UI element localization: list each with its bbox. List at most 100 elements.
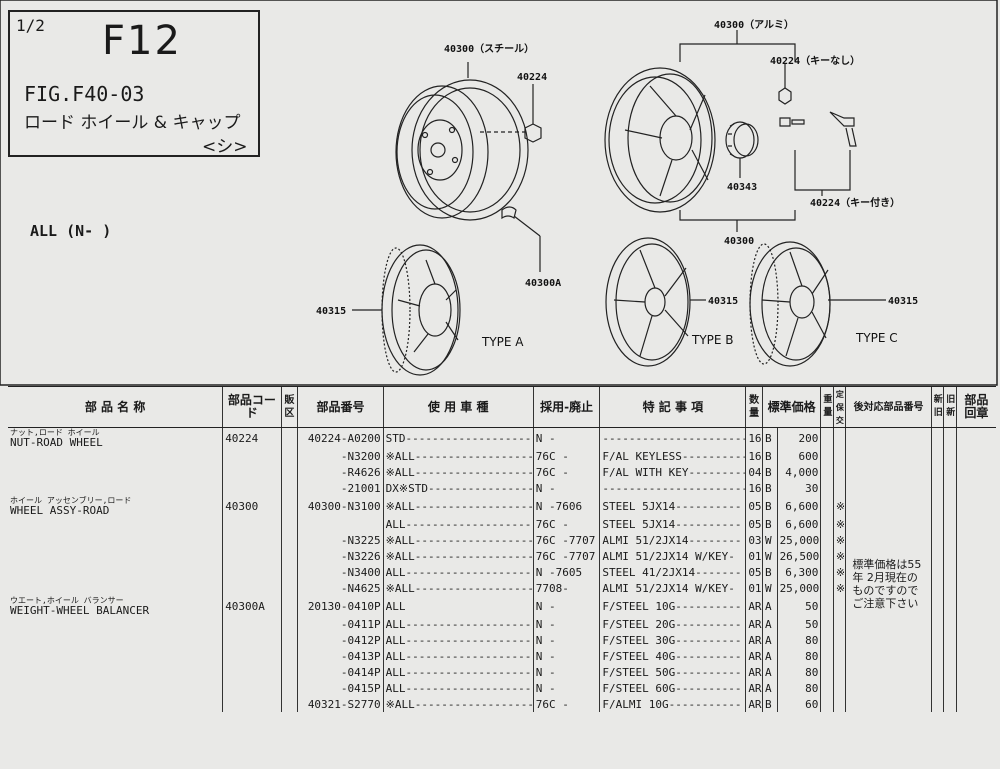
flag xyxy=(832,696,846,712)
adopt-discontinue: N - xyxy=(532,616,600,632)
weight xyxy=(820,516,834,532)
price-class: B xyxy=(761,564,778,580)
part-number: 20130-0410P xyxy=(297,596,384,616)
table-header-row: 部 品 名 称 部品コード 販区 部品番号 使 用 車 種 採用-廃止 特 記 … xyxy=(8,386,996,428)
flag: ※ xyxy=(832,580,846,596)
quantity: 16 xyxy=(745,427,763,448)
label-nut-with-key: 40224（キー付き） xyxy=(810,196,900,209)
header-new-old: 新旧 xyxy=(930,386,944,428)
model: STD-------------------- xyxy=(382,427,534,448)
table-row: 40321-S2770※ALL-------------------76C -F… xyxy=(8,696,996,712)
figure-subtitle: <シ> xyxy=(202,137,248,157)
part-number: -N3200 xyxy=(297,448,384,464)
sale-class xyxy=(280,496,298,516)
header-reference: 部品回章 xyxy=(955,386,996,428)
price-class: B xyxy=(761,516,778,532)
part-number: -0415P xyxy=(297,680,384,696)
label-nut: 40224 xyxy=(517,72,547,83)
adopt-discontinue: N - xyxy=(532,480,600,496)
part-code xyxy=(222,696,282,712)
label-balance-weight: 40300A xyxy=(525,278,561,289)
quantity: AR xyxy=(745,664,763,680)
quantity: 05 xyxy=(745,516,763,532)
adopt-discontinue: 76C -7707 xyxy=(532,532,600,548)
weight xyxy=(820,564,834,580)
part-name-cell xyxy=(8,632,223,648)
weight xyxy=(820,532,834,548)
wheel-cap-type-b-drawing xyxy=(605,237,691,367)
part-number: -0413P xyxy=(297,648,384,664)
sale-class xyxy=(280,664,298,680)
part-code xyxy=(222,580,282,596)
part-number: -N4625 xyxy=(297,580,384,596)
part-number: -N3400 xyxy=(297,564,384,580)
adopt-discontinue: 76C -7707 xyxy=(532,548,600,564)
table-row: -R4626※ALL-------------------76C -F/AL W… xyxy=(8,464,996,480)
part-number: -0411P xyxy=(297,616,384,632)
nut-drawing xyxy=(524,123,542,143)
weight xyxy=(820,632,834,648)
price-class: A xyxy=(761,616,778,632)
part-name-jp: ホイール アッセンブリー,ロード xyxy=(10,496,132,505)
header-model: 使 用 車 種 xyxy=(382,386,534,428)
label-type-b: TYPE B xyxy=(691,333,734,347)
price: 200 xyxy=(776,427,821,448)
header-flag: 定保交 xyxy=(832,386,846,428)
remarks: ----------------------- xyxy=(599,480,746,496)
parts-diagram: 40300（スチール） 40224 40300A 40300（アルミ） 4022… xyxy=(0,0,998,386)
weight xyxy=(820,548,834,564)
part-code xyxy=(222,564,282,580)
header-sale: 販区 xyxy=(280,386,298,428)
adopt-discontinue: N - xyxy=(532,680,600,696)
model: ALL-------------------- xyxy=(382,680,534,696)
price: 6,600 xyxy=(776,496,821,516)
sale-class xyxy=(280,648,298,664)
header-code: 部品コード xyxy=(222,386,282,428)
figure-title: ロード ホイール & キャップ xyxy=(24,113,241,133)
weight xyxy=(820,427,834,448)
part-name-cell xyxy=(8,448,223,464)
quantity: 16 xyxy=(745,480,763,496)
part-number: -N3226 xyxy=(297,548,384,564)
price: 50 xyxy=(776,596,821,616)
flag: ※ xyxy=(832,548,846,564)
price: 80 xyxy=(776,648,821,664)
part-code xyxy=(222,632,282,648)
price: 25,000 xyxy=(776,532,821,548)
weight xyxy=(820,664,834,680)
quantity: 05 xyxy=(745,564,763,580)
header-after-part: 後対応部品番号 xyxy=(845,386,932,428)
adopt-discontinue: N - xyxy=(532,596,600,616)
sale-class xyxy=(280,480,298,496)
quantity: 04 xyxy=(745,464,763,480)
quantity: 03 xyxy=(745,532,763,548)
quantity: AR xyxy=(745,696,763,712)
flag xyxy=(832,464,846,480)
wheel-cap-type-a-drawing xyxy=(381,244,461,376)
header-old-new: 旧新 xyxy=(943,386,957,428)
weight xyxy=(820,680,834,696)
weight xyxy=(820,480,834,496)
quantity: 01 xyxy=(745,548,763,564)
part-code: 40300A xyxy=(222,596,282,616)
header-price: 標準価格 xyxy=(761,386,821,428)
page-number: 1/2 xyxy=(16,16,45,35)
part-name-cell xyxy=(8,696,223,712)
model: ALL-------------------- xyxy=(382,664,534,680)
adopt-discontinue: N - xyxy=(532,632,600,648)
price-class: W xyxy=(761,548,778,564)
new-old xyxy=(930,427,944,712)
flag xyxy=(832,664,846,680)
part-name-en: WHEEL ASSY-ROAD xyxy=(10,504,110,516)
price-class: W xyxy=(761,532,778,548)
remarks: F/AL KEYLESS---------- xyxy=(599,448,746,464)
remarks: STEEL 5JX14---------- xyxy=(599,516,746,532)
price: 80 xyxy=(776,664,821,680)
price: 50 xyxy=(776,616,821,632)
adopt-discontinue: N - xyxy=(532,427,600,448)
quantity: AR xyxy=(745,632,763,648)
part-code xyxy=(222,680,282,696)
